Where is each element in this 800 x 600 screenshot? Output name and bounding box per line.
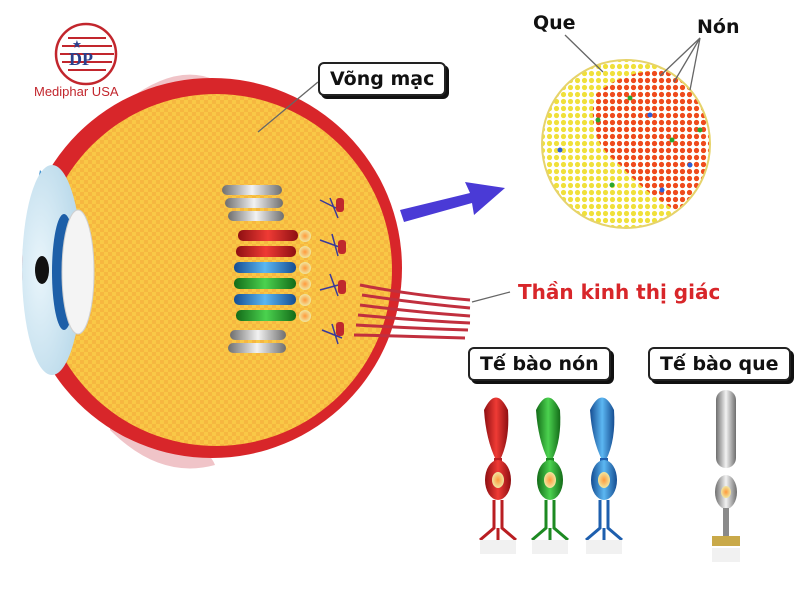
mediphar-logo: ★ DP xyxy=(20,18,130,108)
logo-monogram: DP xyxy=(69,49,93,69)
rod-cells-label: Tế bào que xyxy=(648,347,791,381)
retina-label: Võng mạc xyxy=(318,62,447,96)
optic-nerve-label: Thần kinh thị giác xyxy=(518,280,721,304)
rod-label: Que xyxy=(533,12,576,34)
cone-cell-red xyxy=(479,397,517,554)
logo-brand-text: Mediphar USA xyxy=(34,84,119,99)
rod-cell-gray xyxy=(712,390,740,562)
arrow-icon xyxy=(400,182,505,222)
cone-cells-label: Tế bào nón xyxy=(468,347,611,381)
optic-nerve xyxy=(353,283,471,340)
retina-cell-layer xyxy=(222,185,346,353)
svg-text:★: ★ xyxy=(72,39,82,51)
cone-cell-blue xyxy=(585,397,623,554)
logo-stripes xyxy=(60,37,114,71)
eyeball xyxy=(22,78,402,458)
cone-label: Nón xyxy=(697,16,740,38)
rod-cone-specks xyxy=(557,95,703,193)
cone-cell-green xyxy=(531,397,569,554)
retina-closeup xyxy=(541,59,711,229)
pointer-lines xyxy=(257,34,701,303)
